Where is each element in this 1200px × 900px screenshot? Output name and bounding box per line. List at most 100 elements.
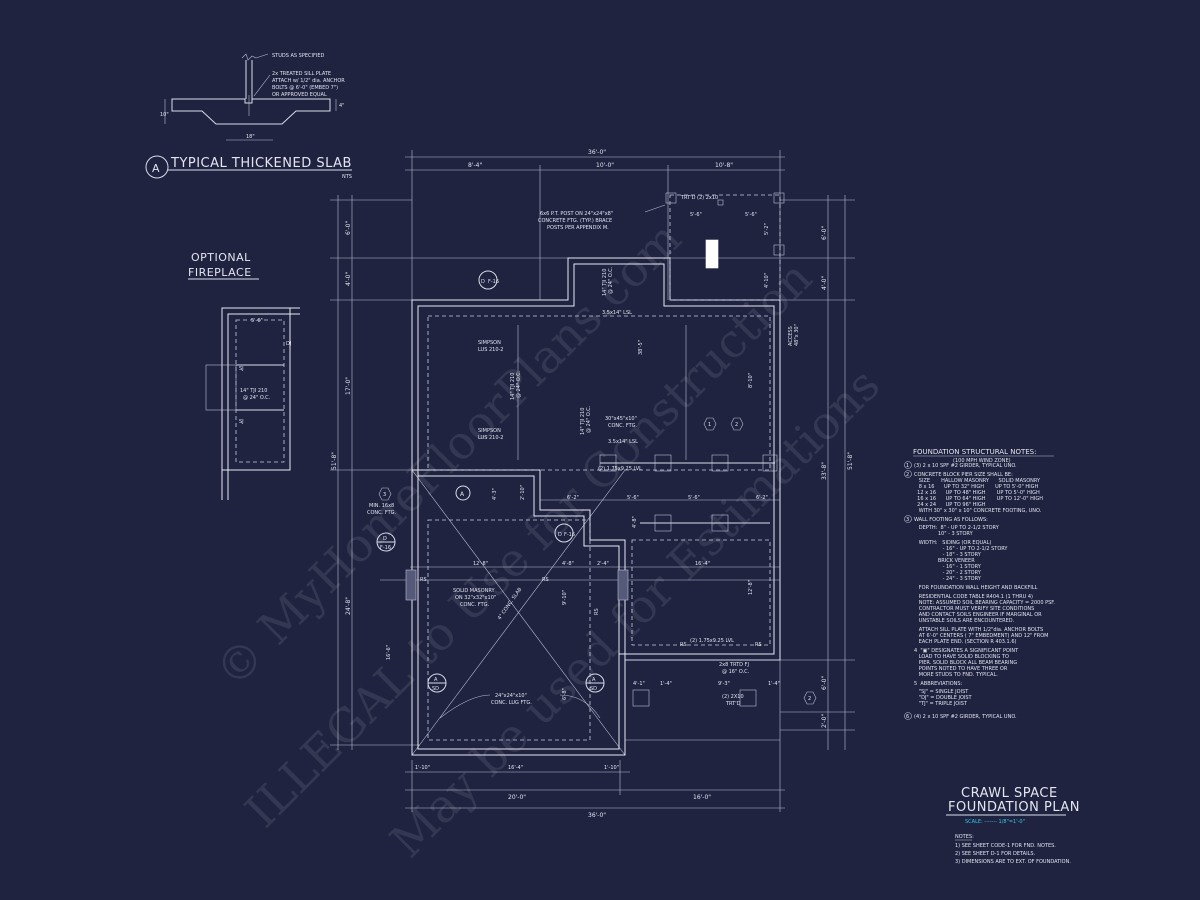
fireplace-dj: DJ (286, 341, 291, 347)
note-sill-line: BOLTS @ 6'-0" (EMBED 7") (272, 85, 338, 91)
note-line: "DJ" = DOUBLE JOIST (914, 695, 973, 701)
dim-depth: 10" (160, 112, 169, 118)
note-line: 8 x 16 UP TO 32" HIGH UP TO 5'-0" HIGH (914, 484, 1038, 490)
beam-lsl: 3.5x14" LSL (608, 439, 638, 445)
porch-beam: (2) 2X10 (722, 694, 744, 700)
joist-spec: @ 24" O.C. (586, 405, 592, 433)
marker-sheet: F-16 (488, 279, 499, 285)
note-line: - 16" - 1 STORY (914, 564, 982, 570)
porch-dim: 1'-4" (768, 681, 780, 687)
marker-letter: A (460, 491, 465, 498)
rs-label: RS (680, 642, 687, 648)
note-line: UNSTABLE SOILS ARE ENCOUNTERED. (914, 618, 1015, 624)
fireplace-dim: 5'-6" (251, 318, 263, 324)
note-line: MORE STUDS TO FND. TYPICAL. (914, 672, 998, 678)
optional-fireplace: OPTIONAL FIREPLACE 5'-6" 14" TJI 210 @ 2… (188, 251, 300, 500)
note-line: NOTE: ASSUMED SOIL BEARING CAPACITY = 20… (914, 600, 1055, 606)
note-line: WITH 30" x 30" x 10" CONCRETE FOOTING, U… (914, 508, 1042, 514)
dim-bottom-inner: 1'-10" (604, 765, 619, 771)
dim-interior: 6'-2" (567, 495, 579, 501)
note-line: ATTACH SILL PLATE WITH 1/2"dia. ANCHOR B… (914, 627, 1043, 633)
dim-right-segment: 33'-8" (821, 462, 828, 480)
dim-top-segment: 8'-4" (468, 162, 482, 169)
min-footing: CONC. FTG. (367, 510, 397, 516)
note-line: "TJ" = TRIPLE JOIST (914, 701, 968, 707)
dim-interior: 6'-2" (756, 495, 768, 501)
simpson-hanger: LUS 210-2 (478, 347, 504, 353)
joist-spec: 14" TJI 210 (510, 373, 516, 400)
note-line: 12 x 16 UP TO 48" HIGH UP TO 5'-0" HIGH (914, 490, 1040, 496)
notes-subtitle: (100 MPH WIND ZONE) (953, 458, 1011, 464)
dim-interior: 2'-10" (520, 485, 526, 500)
note-line: (4) 2 x 10 SPF #2 GIRDER, TYPICAL UNO. (914, 714, 1017, 720)
joist-spec: 14" TJI 210 (580, 408, 586, 435)
note-line: WIDTH: SIDING (OR EQUAL) (914, 540, 991, 546)
note-line: 5 ABBREVIATIONS: (914, 681, 963, 687)
solid-masonry: SOLID MASONRY (453, 588, 496, 594)
note-line: - 20" - 2 STORY (914, 570, 982, 576)
fireplace-title-2: FIREPLACE (188, 266, 252, 279)
notes-lines: (3) 2 x 10 SPF #2 GIRDER, TYPICAL UNO.CO… (914, 463, 1055, 720)
lug-footing: 24"x24"x10" (495, 693, 527, 699)
access-label: ACCESS (788, 326, 794, 346)
dim-left-overall: 51'-8" (331, 452, 338, 470)
watermark: © MyHomeFloorPlans.com ILLEGAL to Use fo… (205, 211, 890, 868)
detail-scale: NTS (342, 174, 352, 180)
dim-right-segment: 4'-0" (821, 276, 828, 290)
dim-interior: 38'-5" (638, 340, 644, 355)
hex-number: 3 (383, 492, 386, 498)
note-line: 24 x 24 UP TO 96" HIGH (914, 502, 986, 508)
porch-beam: TRT'D (725, 701, 741, 707)
dim-bottom-inner: 1'-10" (415, 765, 430, 771)
detail-title: TYPICAL THICKENED SLAB (170, 156, 352, 171)
deck-dim: 5'-6" (690, 212, 702, 218)
note-line: 16 x 16 UP TO 64" HIGH UP TO 12'-0" HIGH (914, 496, 1043, 502)
note-line: AND CONTACT SOILS ENGINEER IF MARGINAL O… (914, 612, 1042, 618)
dim-slab: 4" (339, 103, 344, 109)
footing-spec: 30"x45"x10" (605, 416, 637, 422)
dim-interior: 5'-6" (688, 495, 700, 501)
notes-heading: NOTES: (955, 834, 974, 840)
simpson-hanger: SIMPSON (478, 340, 501, 346)
deck-dim: 4'-10" (764, 273, 770, 288)
plan-note: 3) DIMENSIONS ARE TO EXT. OF FOUNDATION. (955, 859, 1071, 865)
fireplace-joist: 14" TJI 210 (240, 388, 267, 394)
foundation-plan: 36'-0" 8'-4" 10'-0" 10'-8" 36'-0" 20'-0"… (330, 149, 855, 819)
dim-interior: 12'-8" (473, 561, 488, 567)
beam-lsl: 3.5x14" LSL (602, 310, 632, 316)
dim-interior: 4'-8" (562, 561, 574, 567)
notes-title: FOUNDATION STRUCTURAL NOTES: (913, 448, 1036, 456)
marker-letter: D (558, 532, 562, 538)
section-marker-a-sd: A SD (427, 673, 447, 693)
marker-sheet: SD (590, 686, 597, 692)
dim-left-segment: 17'-0" (345, 377, 352, 395)
dim-interior: 8'-10" (748, 373, 754, 388)
note-line: CONTRACTOR MUST VERIFY SITE CONDITIONS (914, 606, 1034, 612)
porch-dim: 1'-4" (660, 681, 672, 687)
note-line: SIZE HALLOW MASONRY SOLID MASONRY (914, 478, 1041, 484)
dim-right-segment: 6'-0" (821, 226, 828, 240)
detail-marker-circle (145, 155, 169, 179)
note-studs: STUDS AS SPECIFIED (272, 53, 325, 59)
hex-tag: 2 (803, 691, 817, 705)
lug-footing: CONC. LUG FTG. (491, 700, 532, 706)
hex-number: 1 (708, 422, 711, 428)
section-marker: D F-16 (478, 270, 499, 290)
section-marker: D F-16 (554, 523, 575, 543)
note-line: POINTS NOTED TO HAVE THREE OR (914, 666, 1008, 672)
note-line: PIER. SOLID BLOCK ALL BEAM BEARING (914, 660, 1017, 666)
fireplace-joist-spacing: @ 24" O.C. (243, 395, 271, 401)
beam-lvl: (2) 1.75x9.25 LVL (598, 466, 642, 472)
note-line: WALL FOOTING AS FOLLOWS: (914, 517, 988, 523)
deck-beam: TRT'D (2) 2x10 (680, 195, 718, 201)
note-line: DEPTH: 8" - UP TO 2-1/2 STORY (914, 525, 1000, 531)
deck-dim: 5'-6" (745, 212, 757, 218)
note-line: - 18" - 3 STORY (914, 552, 982, 558)
rs-label: RS (542, 577, 549, 583)
marker-letter: A (434, 677, 438, 683)
plan-scale: SCALE: ------- 1/8"=1'-0" (965, 819, 1025, 825)
note-line: LOAD TO HAVE SOLID BLOCKING TO (914, 654, 1009, 660)
hex-number: 2 (735, 422, 738, 428)
